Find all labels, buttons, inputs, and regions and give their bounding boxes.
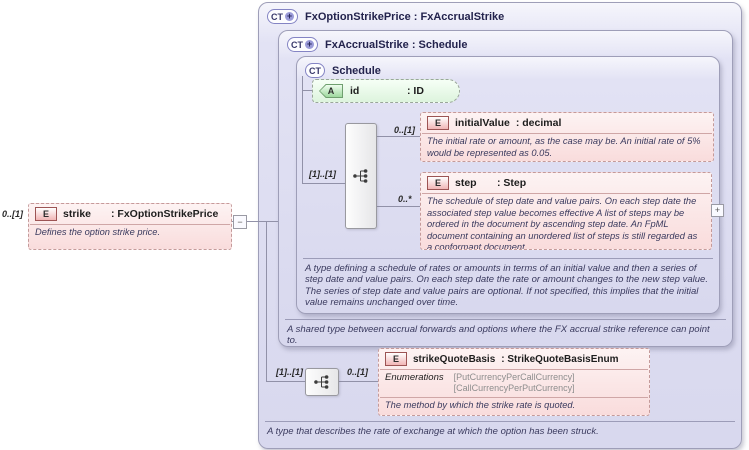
collapse-button[interactable]: − bbox=[233, 215, 247, 229]
strikequotebasis-enumerations: Enumerations [PutCurrencyPerCallCurrency… bbox=[380, 369, 648, 397]
attribute-badge-label: A bbox=[320, 85, 342, 97]
sequence-icon bbox=[314, 375, 329, 389]
complex-type-icon: CT + bbox=[267, 9, 298, 24]
strikequotebasis-name: strikeQuoteBasis bbox=[413, 353, 496, 365]
step-name: step bbox=[455, 177, 477, 189]
id-name: id bbox=[350, 85, 360, 97]
step-header: E step : Step bbox=[421, 173, 711, 193]
enum-value: [PutCurrencyPerCallCurrency] bbox=[453, 372, 575, 382]
step-type: : Step bbox=[497, 177, 527, 189]
connector-line bbox=[337, 381, 380, 382]
schedule-annotation: A type defining a schedule of rates or a… bbox=[305, 263, 708, 309]
element-strike[interactable]: E strike : FxOptionStrikePrice Defines t… bbox=[28, 203, 232, 250]
fxaccrualstrike-title: FxAccrualStrike : Schedule bbox=[325, 38, 468, 51]
step-doc: The schedule of step date and value pair… bbox=[422, 193, 710, 249]
expand-button[interactable]: + bbox=[711, 204, 724, 217]
initialvalue-cardinality: 0..[1] bbox=[394, 125, 416, 135]
id-type: : ID bbox=[407, 85, 424, 97]
complex-type-icon: CT bbox=[305, 63, 325, 78]
strikequotebasis-type: : StrikeQuoteBasisEnum bbox=[501, 353, 619, 365]
enumerations-label: Enumerations bbox=[385, 372, 444, 383]
connector-line bbox=[302, 183, 345, 184]
connector-line bbox=[375, 136, 420, 137]
connector-line bbox=[266, 381, 305, 382]
fxaccrualstrike-annotation: A shared type between accrual forwards a… bbox=[287, 324, 710, 347]
connector-line bbox=[375, 206, 420, 207]
strike-type: : FxOptionStrikePrice bbox=[111, 208, 219, 220]
attribute-id[interactable]: A id : ID bbox=[312, 79, 460, 103]
fxoptionstrikeprice-annotation: A type that describes the rate of exchan… bbox=[267, 426, 599, 437]
strikequotebasis-header: E strikeQuoteBasis : StrikeQuoteBasisEnu… bbox=[379, 349, 649, 369]
sequence-connector[interactable] bbox=[305, 368, 339, 396]
connector-line bbox=[302, 76, 303, 183]
complex-type-icon: CT + bbox=[287, 37, 318, 52]
connector-line bbox=[230, 221, 278, 222]
attribute-icon: A bbox=[319, 84, 343, 98]
strike-name: strike bbox=[63, 208, 92, 220]
footer-divider bbox=[285, 319, 726, 320]
schedule-sequence-cardinality: [1]..[1] bbox=[309, 169, 336, 179]
initialvalue-type: : decimal bbox=[515, 117, 562, 129]
element-icon: E bbox=[385, 352, 407, 366]
element-initialvalue[interactable]: E initialValue : decimal The initial rat… bbox=[420, 112, 714, 162]
schedule-header: CT Schedule bbox=[305, 63, 381, 78]
strike-header: E strike : FxOptionStrikePrice bbox=[29, 204, 231, 224]
ct-badge-label: CT bbox=[291, 39, 303, 50]
element-step[interactable]: E step : Step The schedule of step date … bbox=[420, 172, 712, 250]
sequence-icon bbox=[353, 169, 368, 183]
footer-divider bbox=[303, 258, 713, 259]
footer-divider bbox=[265, 421, 735, 422]
ct-badge-label: CT bbox=[309, 65, 321, 76]
plus-icon[interactable]: + bbox=[285, 11, 294, 21]
sequence-connector[interactable] bbox=[345, 123, 377, 229]
ct-badge-label: CT bbox=[271, 11, 283, 22]
strike-cardinality: 0..[1] bbox=[2, 209, 24, 219]
fxoptionstrikeprice-title: FxOptionStrikePrice : FxAccrualStrike bbox=[305, 10, 505, 23]
element-icon: E bbox=[427, 116, 449, 130]
plus-icon[interactable]: + bbox=[305, 39, 314, 49]
enumeration-values: [PutCurrencyPerCallCurrency] [CallCurren… bbox=[454, 372, 575, 395]
fxoptionstrikeprice-header: CT + FxOptionStrikePrice : FxAccrualStri… bbox=[267, 9, 504, 24]
connector-line bbox=[302, 90, 312, 91]
step-cardinality: 0..* bbox=[398, 194, 412, 204]
fxaccrualstrike-header: CT + FxAccrualStrike : Schedule bbox=[287, 37, 467, 52]
enum-value: [CallCurrencyPerPutCurrency] bbox=[453, 383, 575, 394]
initialvalue-header: E initialValue : decimal bbox=[421, 113, 713, 133]
element-icon: E bbox=[35, 207, 57, 221]
initialvalue-doc: The initial rate or amount, as the case … bbox=[422, 133, 712, 161]
strikequotebasis-cardinality: 0..[1] bbox=[347, 367, 369, 377]
schedule-title: Schedule bbox=[332, 64, 381, 77]
connector-line bbox=[266, 221, 267, 381]
element-icon: E bbox=[427, 176, 449, 190]
strikequotebasis-doc: The method by which the strike rate is q… bbox=[380, 396, 648, 414]
bottom-sequence-cardinality: [1]..[1] bbox=[276, 367, 303, 377]
element-strikequotebasis[interactable]: E strikeQuoteBasis : StrikeQuoteBasisEnu… bbox=[378, 348, 650, 416]
strike-doc: Defines the option strike price. bbox=[30, 224, 230, 241]
initialvalue-name: initialValue bbox=[455, 117, 510, 129]
